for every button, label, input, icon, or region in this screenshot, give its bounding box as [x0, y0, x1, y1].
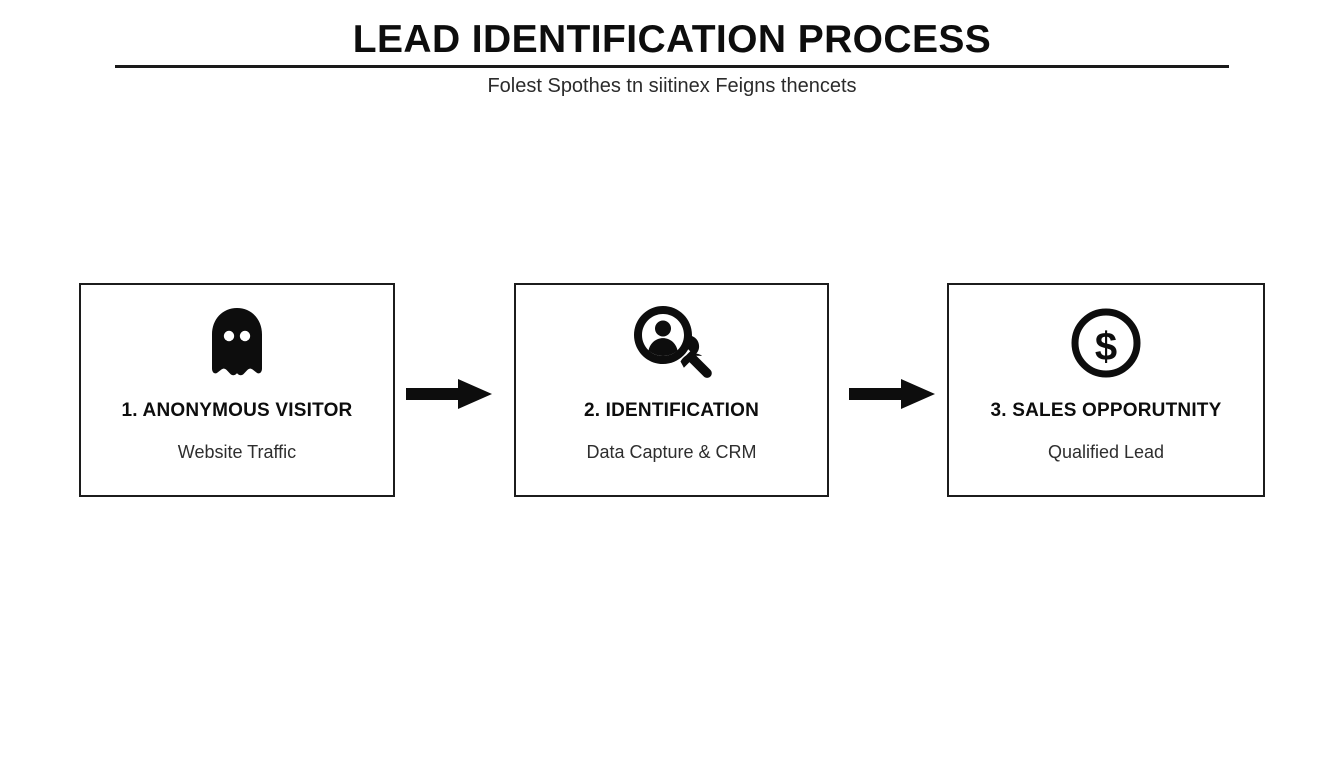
person-search-icon [516, 299, 827, 387]
page-header: LEAD IDENTIFICATION PROCESS Folest Spoth… [0, 0, 1344, 120]
process-step-2[interactable]: 2. IDENTIFICATION Data Capture & CRM [514, 283, 829, 497]
page-subtitle: Folest Spothes tn siitinex Feigns thence… [487, 75, 857, 97]
process-flow: 1. ANONYMOUS VISITOR Website Traffic [0, 283, 1344, 499]
dollar-coin-icon: $ [949, 299, 1263, 387]
process-step-1[interactable]: 1. ANONYMOUS VISITOR Website Traffic [79, 283, 395, 497]
process-step-2-sublabel: Data Capture & CRM [586, 442, 757, 462]
process-step-1-sublabel: Website Traffic [177, 442, 297, 462]
svg-text:$: $ [1095, 325, 1117, 369]
title-divider [115, 65, 1229, 68]
arrow-right-icon [849, 377, 935, 411]
ghost-icon [81, 299, 393, 387]
process-step-2-label: 2. IDENTIFICATION [583, 400, 760, 421]
process-step-3-label: 3. SALES OPPORUTNITY [990, 400, 1222, 421]
process-step-3[interactable]: $ 3. SALES OPPORUTNITY Qualified Lead [947, 283, 1265, 497]
process-step-1-label: 1. ANONYMOUS VISITOR [121, 400, 353, 421]
arrow-right-icon [406, 377, 492, 411]
page-title: LEAD IDENTIFICATION PROCESS [352, 18, 992, 61]
process-step-3-sublabel: Qualified Lead [1047, 442, 1165, 462]
